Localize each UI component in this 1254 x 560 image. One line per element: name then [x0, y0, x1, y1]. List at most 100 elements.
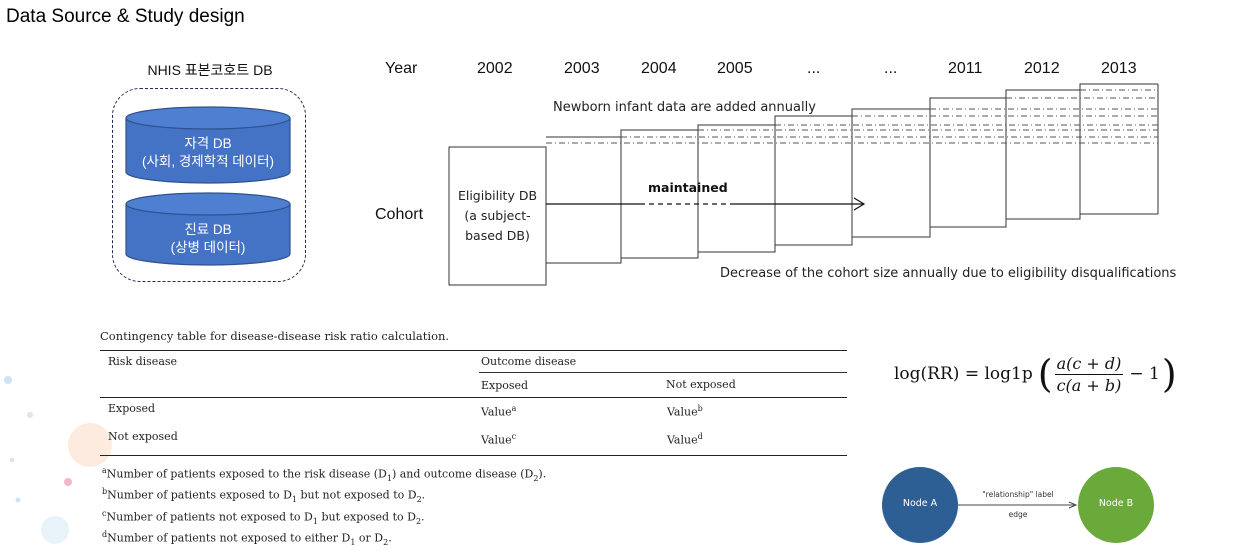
- table-rule-bottom: [100, 455, 847, 456]
- db-name: 자격 DB: [184, 136, 232, 151]
- fn-mark: c: [102, 509, 107, 518]
- formula-tail: − 1: [1129, 364, 1160, 384]
- eligibility-line: based DB): [465, 228, 530, 243]
- newborn-dashed-lines: [546, 89, 1158, 144]
- risk-ratio-formula: log(RR) = log1p ( a(c + d) c(a + b) − 1 …: [894, 352, 1177, 396]
- node-a-circle: [882, 467, 958, 543]
- fn-sub: 2: [533, 473, 539, 483]
- fn-sub: 1: [312, 516, 318, 526]
- formula-paren-right: ): [1161, 352, 1177, 396]
- node-b-circle: [1078, 467, 1154, 543]
- fn-sub: 1: [291, 494, 297, 504]
- fn-sub: 1: [386, 473, 392, 483]
- col-risk-header: Risk disease: [108, 355, 178, 368]
- background-decoration: [4, 376, 112, 544]
- treatment-db-label: 진료 DB (상병 데이터): [126, 221, 290, 257]
- db-desc: (사회, 경제학적 데이터): [141, 154, 275, 169]
- fn-mark: a: [102, 466, 107, 475]
- cohort-timeline-diagram: [448, 83, 1159, 286]
- col-not-exposed-header: Not exposed: [666, 378, 736, 391]
- formula-fraction: a(c + d) c(a + b): [1054, 353, 1124, 395]
- table-cell: Valueb: [667, 404, 703, 419]
- node-a-label: Node A: [902, 498, 938, 509]
- fn-text: ) and outcome disease (D: [391, 467, 534, 481]
- fn-text: ).: [538, 467, 547, 481]
- fn-sub: 2: [416, 494, 422, 504]
- table-caption: Contingency table for disease-disease ri…: [100, 329, 450, 343]
- fn-text: .: [421, 510, 425, 524]
- fn-text: or D: [355, 531, 384, 545]
- row-label-not-exposed: Not exposed: [108, 430, 178, 443]
- fn-text: but not exposed to D: [296, 488, 417, 502]
- edge-arrowhead: [1068, 501, 1078, 509]
- node-graph: [882, 467, 1154, 543]
- table-cell: Valuea: [481, 404, 516, 419]
- fn-mark: b: [102, 487, 108, 496]
- fn-text: Number of patients exposed to D: [107, 488, 292, 502]
- cell-sup: d: [697, 432, 703, 441]
- year-label: 2012: [1024, 60, 1060, 77]
- cylinder-treatment-db: [125, 192, 291, 266]
- fn-sub: 2: [383, 537, 389, 547]
- year-label: 2002: [477, 60, 513, 77]
- fn-text: Number of patients exposed to the risk d…: [106, 467, 387, 481]
- fn-mark: d: [102, 530, 108, 539]
- row-label-exposed: Exposed: [108, 402, 156, 415]
- formula-numerator: a(c + d): [1056, 353, 1122, 373]
- cylinder-eligibility-db: [125, 106, 291, 184]
- fn-text: but exposed to D: [317, 510, 416, 524]
- db-name: 진료 DB: [184, 222, 232, 237]
- page-title: Data Source & Study design: [6, 6, 245, 27]
- database-cylinders: [125, 106, 291, 266]
- cell-value: Value: [667, 405, 698, 419]
- table-cell: Valued: [667, 432, 703, 447]
- formula-lhs: log(RR) = log1p: [894, 364, 1033, 384]
- year-label: 2013: [1101, 60, 1137, 77]
- year-label: 2004: [641, 60, 677, 77]
- year-label: 2005: [717, 60, 753, 77]
- eligibility-db-box: [448, 146, 547, 286]
- cell-sup: c: [511, 432, 517, 441]
- newborn-note: Newborn infant data are added annually: [553, 100, 816, 115]
- eligibility-line: (a subject-: [464, 208, 531, 223]
- cell-value: Value: [667, 433, 698, 447]
- table-rule-top: [100, 350, 847, 351]
- decrease-note: Decrease of the cohort size annually due…: [720, 266, 1177, 281]
- cell-sup: b: [697, 404, 703, 413]
- cell-value: Value: [481, 405, 512, 419]
- db-group-frame: [112, 88, 306, 282]
- maintained-arrow: [546, 197, 866, 211]
- fn-text: Number of patients not exposed to D: [106, 510, 313, 524]
- col-exposed-header: Exposed: [481, 379, 529, 392]
- edge-text-label: edge: [1008, 510, 1028, 519]
- table-cell: Valuec: [481, 432, 516, 447]
- table-footnote: aNumber of patients exposed to the risk …: [102, 466, 546, 483]
- fn-sub: 1: [350, 537, 356, 547]
- eligibility-line: Eligibility DB: [457, 188, 538, 203]
- fn-text: .: [388, 531, 392, 545]
- db-desc: (상병 데이터): [170, 240, 246, 255]
- staircase-top: [546, 83, 1158, 138]
- table-footnote: bNumber of patients exposed to D1 but no…: [102, 487, 425, 504]
- table-footnote: cNumber of patients not exposed to D1 bu…: [102, 509, 425, 526]
- year-label: 2003: [564, 60, 600, 77]
- year-axis-label: Year: [385, 60, 418, 77]
- cell-sup: a: [511, 404, 517, 413]
- fn-sub: 2: [415, 516, 422, 526]
- maintained-label: maintained: [648, 180, 728, 195]
- db-section-title: NHIS 표본코호트 DB: [147, 62, 273, 78]
- table-rule-mid: [100, 397, 847, 398]
- node-b-label: Node B: [1098, 498, 1134, 509]
- fn-text: Number of patients not exposed to either…: [107, 531, 351, 545]
- eligibility-db-label: 자격 DB (사회, 경제학적 데이터): [126, 135, 290, 171]
- fn-text: .: [421, 488, 426, 502]
- table-rule-sub: [479, 372, 847, 373]
- formula-paren-left: (: [1037, 352, 1053, 396]
- edge-relationship-label: "relationship" label: [982, 490, 1054, 499]
- table-footnote: dNumber of patients not exposed to eithe…: [102, 530, 392, 547]
- year-label: ...: [807, 60, 821, 77]
- formula-denominator: c(a + b): [1054, 373, 1124, 395]
- year-label: 2011: [948, 60, 983, 77]
- eligibility-box-text: Eligibility DB (a subject- based DB): [449, 186, 546, 246]
- year-label: ...: [884, 60, 898, 77]
